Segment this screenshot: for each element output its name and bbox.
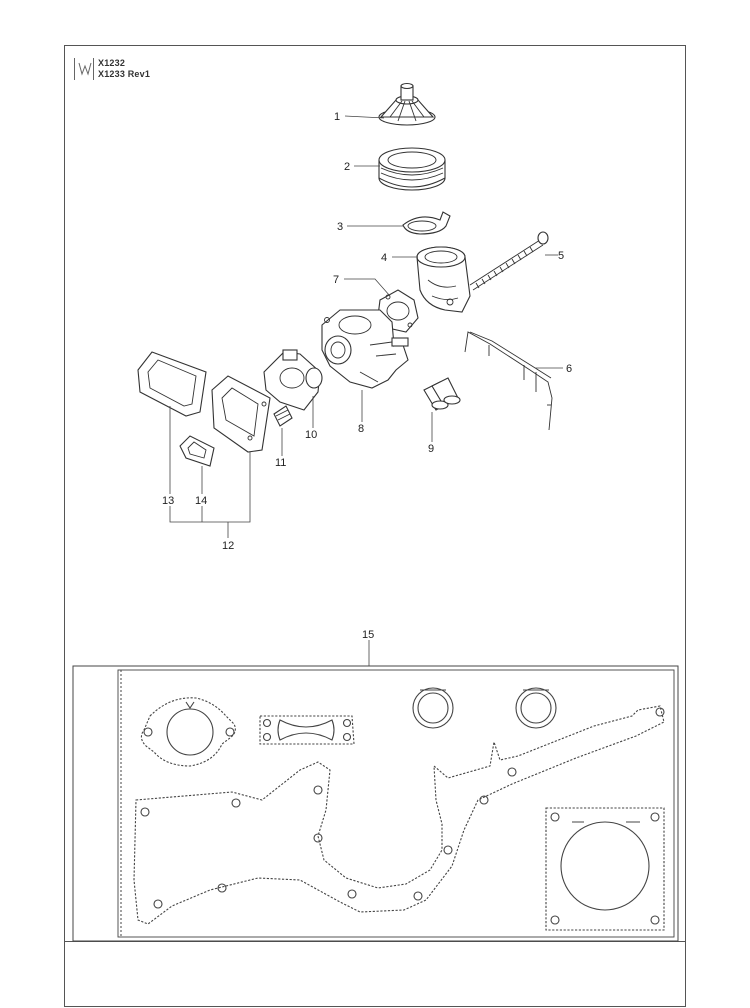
gasket-ring-right — [515, 687, 557, 729]
gasket-oblong — [259, 715, 355, 745]
revision-number: X1233 Rev1 — [98, 69, 151, 79]
part-3-clamp — [402, 211, 451, 235]
callout-15: 15 — [362, 629, 374, 641]
part-12-reed-valve-body — [211, 375, 271, 453]
part-6-throttle-rod — [464, 331, 553, 431]
gasket-crankcase — [133, 705, 665, 925]
part-10-intake-adapter — [263, 349, 323, 411]
callout-11: 11 — [275, 457, 286, 469]
callout-6: 6 — [566, 363, 572, 375]
page-frame — [64, 45, 686, 1007]
gasket-cylinder-base — [545, 807, 665, 931]
gasket-kit-panel — [72, 665, 679, 942]
callout-14: 14 — [195, 495, 207, 507]
part-4-adapter-housing — [416, 246, 471, 313]
part-14-small-gasket — [179, 435, 215, 467]
callout-9: 9 — [428, 443, 434, 455]
callout-7: 7 — [333, 274, 339, 286]
callout-4: 4 — [381, 252, 387, 264]
leader-lines — [169, 115, 563, 666]
part-5-screw — [469, 231, 549, 291]
part-1-filter-cap — [378, 82, 436, 126]
part-9-fuel-fittings — [423, 377, 461, 411]
callout-2: 2 — [344, 161, 350, 173]
part-11-valve — [273, 405, 293, 427]
callout-12: 12 — [222, 540, 234, 552]
callout-5: 5 — [558, 250, 564, 262]
part-13-outer-frame — [137, 351, 207, 417]
callout-8: 8 — [358, 423, 364, 435]
diagram-header: X1232 X1233 Rev1 — [74, 58, 150, 80]
callout-1: 1 — [334, 111, 340, 123]
model-number: X1232 — [98, 58, 126, 68]
callout-13: 13 — [162, 495, 174, 507]
callout-3: 3 — [337, 221, 343, 233]
part-2-filter-element — [378, 147, 446, 191]
callout-10: 10 — [305, 429, 317, 441]
gasket-ring-left — [412, 687, 454, 729]
brand-logo-icon — [74, 58, 94, 80]
part-8-carburetor — [321, 309, 409, 389]
gasket-round-flange — [140, 697, 236, 767]
